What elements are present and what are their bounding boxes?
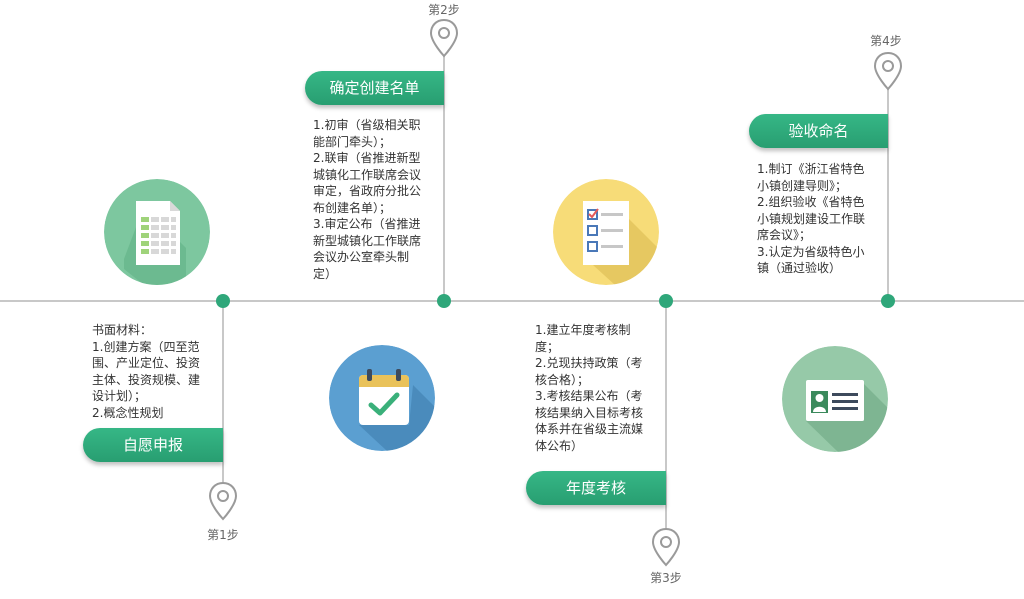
calendar-check-icon [329, 345, 435, 451]
desc-line: 度； [535, 339, 560, 354]
location-pin-icon [873, 51, 903, 91]
desc-line: 城镇化工作联席会议 [313, 167, 422, 182]
desc-line: 会议办公室牵头制 [313, 250, 410, 264]
location-pin-icon [208, 481, 238, 521]
step1-connector [222, 301, 224, 497]
step2-description: 1.初审（省级相关职 能部门牵头）； 2.联审（省推进新型 城镇化工作联席会议 … [313, 117, 443, 282]
step2-connector [443, 50, 445, 302]
step4-connector [887, 88, 889, 302]
desc-line: 核结果纳入目标考核 [535, 405, 644, 420]
location-pin-icon [651, 527, 681, 567]
desc-line: 设计划）； [92, 389, 147, 403]
desc-line: 3.认定为省级特色小 [757, 244, 865, 259]
desc-line: 1.建立年度考核制 [535, 323, 631, 337]
desc-line: 审定，省政府分批公 [313, 184, 422, 198]
desc-line: 围、产业定位、投资 [92, 356, 201, 370]
desc-line: 核合格）； [535, 372, 590, 387]
timeline-axis [0, 300, 1024, 302]
desc-line: 体公布） [535, 438, 584, 453]
step4-title-banner: 验收命名 [749, 114, 888, 148]
desc-line: 布创建名单）； [313, 200, 392, 215]
desc-line: 书面材料： [92, 323, 153, 337]
step2-dot [437, 294, 451, 308]
step1-dot [216, 294, 230, 308]
desc-line: 2.组织验收《省特色 [757, 195, 865, 209]
desc-line: 定） [313, 266, 338, 281]
desc-line: 2.兑现扶持政策（考 [535, 356, 643, 370]
step4-label: 第4步 [870, 34, 902, 48]
spreadsheet-icon [104, 179, 210, 285]
id-card-icon [782, 346, 888, 452]
location-pin-icon [429, 18, 459, 58]
step3-dot [659, 294, 673, 308]
step3-description: 1.建立年度考核制 度； 2.兑现扶持政策（考 核合格）； 3.考核结果公布（考… [535, 322, 665, 454]
step1-title-banner: 自愿申报 [83, 428, 223, 462]
desc-line: 新型城镇化工作联席 [313, 233, 422, 248]
desc-line: 小镇创建导则》； [757, 178, 848, 193]
desc-line: 镇（通过验收） [757, 261, 842, 275]
desc-line: 1.创建方案（四至范 [92, 339, 200, 354]
step1-description: 书面材料： 1.创建方案（四至范 围、产业定位、投资 主体、投资规模、建 设计划… [92, 322, 227, 421]
desc-line: 能部门牵头）； [313, 134, 392, 149]
desc-line: 2.概念性规划 [92, 405, 164, 420]
desc-line: 3.审定公布（省推进 [313, 217, 421, 231]
step2-label: 第2步 [428, 3, 460, 17]
desc-line: 体系并在省级主流媒 [535, 422, 644, 436]
step3-connector [665, 301, 667, 533]
checklist-icon [553, 179, 659, 285]
step3-label: 第3步 [650, 571, 682, 585]
desc-line: 2.联审（省推进新型 [313, 151, 421, 165]
step2-title-banner: 确定创建名单 [305, 71, 444, 105]
step3-title-banner: 年度考核 [526, 471, 666, 505]
step1-label: 第1步 [207, 528, 239, 542]
desc-line: 主体、投资规模、建 [92, 372, 201, 387]
desc-line: 小镇规划建设工作联 [757, 211, 866, 226]
desc-line: 1.初审（省级相关职 [313, 118, 421, 132]
step4-description: 1.制订《浙江省特色 小镇创建导则》； 2.组织验收《省特色 小镇规划建设工作联… [757, 161, 887, 277]
desc-line: 席会议》； [757, 228, 812, 242]
desc-line: 3.考核结果公布（考 [535, 389, 643, 403]
desc-line: 1.制订《浙江省特色 [757, 162, 865, 176]
step4-dot [881, 294, 895, 308]
